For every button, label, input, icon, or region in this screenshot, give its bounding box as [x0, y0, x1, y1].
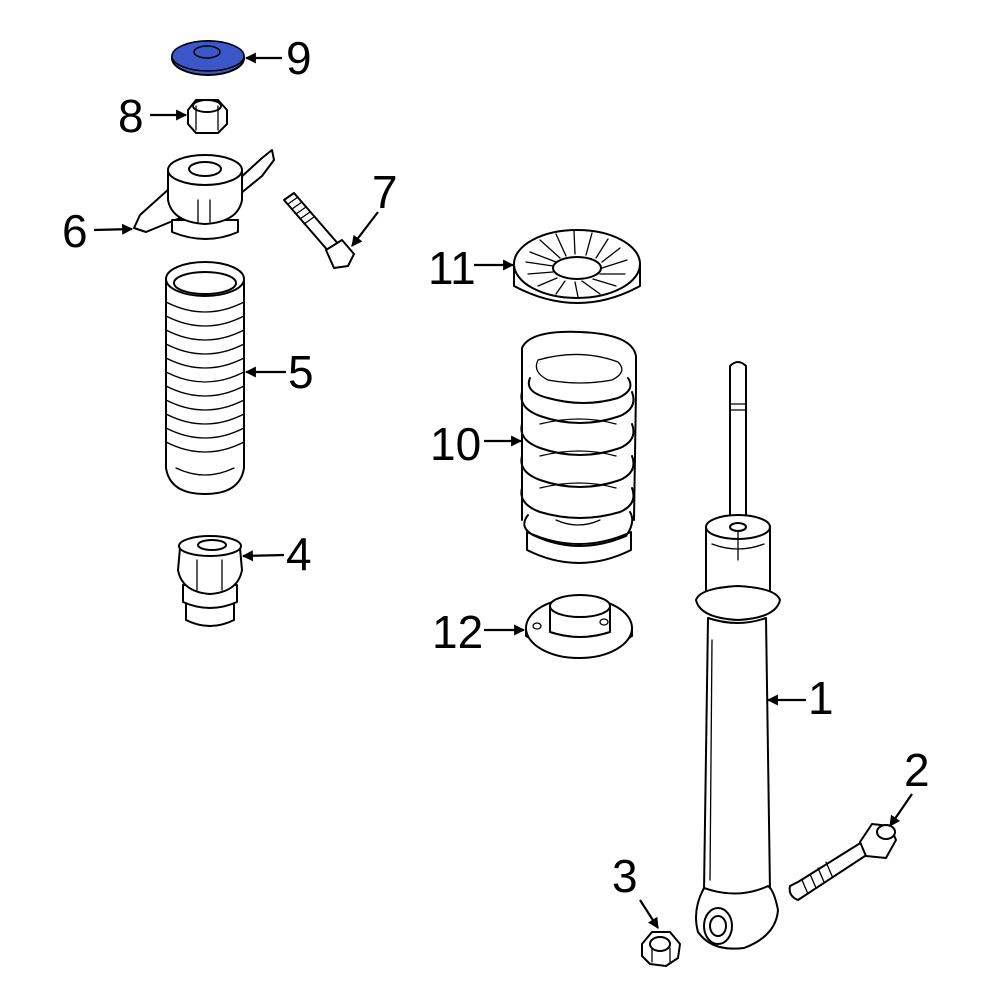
callout-11: 11 [428, 242, 476, 294]
part-12-lower-spring-seat[interactable] [525, 594, 633, 659]
part-2-lower-bolt[interactable] [788, 823, 897, 901]
callout-10: 10 [430, 418, 481, 470]
callout-4: 4 [286, 528, 312, 580]
part-11-upper-spring-seat[interactable] [513, 229, 641, 304]
callout-8: 8 [118, 90, 144, 142]
callout-6: 6 [62, 205, 88, 257]
callout-2: 2 [904, 744, 930, 796]
part-4-bump-stop[interactable] [177, 535, 243, 627]
callout-1: 1 [808, 672, 834, 724]
callout-7: 7 [372, 166, 398, 218]
callout-3: 3 [612, 850, 638, 902]
part-3-lower-nut[interactable] [641, 931, 681, 967]
callout-9: 9 [286, 32, 312, 84]
callout-5: 5 [288, 346, 314, 398]
part-9-washer[interactable] [171, 40, 245, 76]
part-5-dust-boot[interactable] [165, 261, 245, 495]
part-10-coil-spring[interactable] [520, 330, 637, 564]
part-1-shock-absorber[interactable] [695, 361, 781, 950]
part-7-bolt[interactable] [283, 192, 355, 269]
callout-12: 12 [432, 606, 483, 658]
part-6-upper-mount[interactable] [133, 149, 275, 240]
part-8-nut[interactable] [187, 99, 228, 134]
